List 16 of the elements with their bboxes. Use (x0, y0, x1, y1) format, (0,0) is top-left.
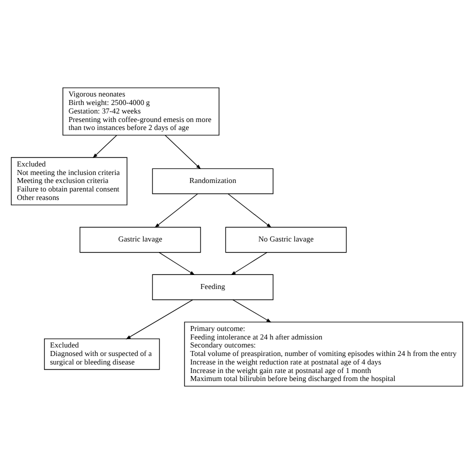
arrow (92, 134, 117, 158)
arrow (228, 194, 272, 228)
node-box: Vigorous neonates Birth weight: 2500-4000 g Gestation: 37-42 weeks Presenting with coffee-ground emesis on more than two instances before 2 days of age (62, 87, 220, 136)
node-box: Primary outcome: Feeding intolerance at 24 h after admission Secondary outcomes: Total volume of preaspiration, number of vomiting episodes within 24 h from the entry Increase in the weight reduction rate at postnatal age of 4 days Increase in the weight gain rate at postnatal age of 1 month Maximum total bilirubin before being discharged from the hospital (184, 322, 464, 387)
node-box: Gastric lavage (80, 226, 201, 253)
node-box: Randomization (152, 168, 274, 194)
arrow (158, 252, 195, 276)
node-box: No Gastric lavage (225, 226, 347, 253)
arrow (154, 194, 198, 228)
node-box: Feeding (152, 274, 274, 300)
arrow (232, 299, 272, 323)
node-box: Excluded Not meeting the inclusion criteria Meeting the exclusion criteria Failure to obtain parental consent Other reasons (10, 157, 128, 206)
arrow (230, 252, 268, 276)
node-box: Excluded Diagnosed with or suspected of a surgical or bleeding disease (44, 338, 160, 370)
arrow (164, 134, 201, 170)
arrow (126, 299, 194, 340)
